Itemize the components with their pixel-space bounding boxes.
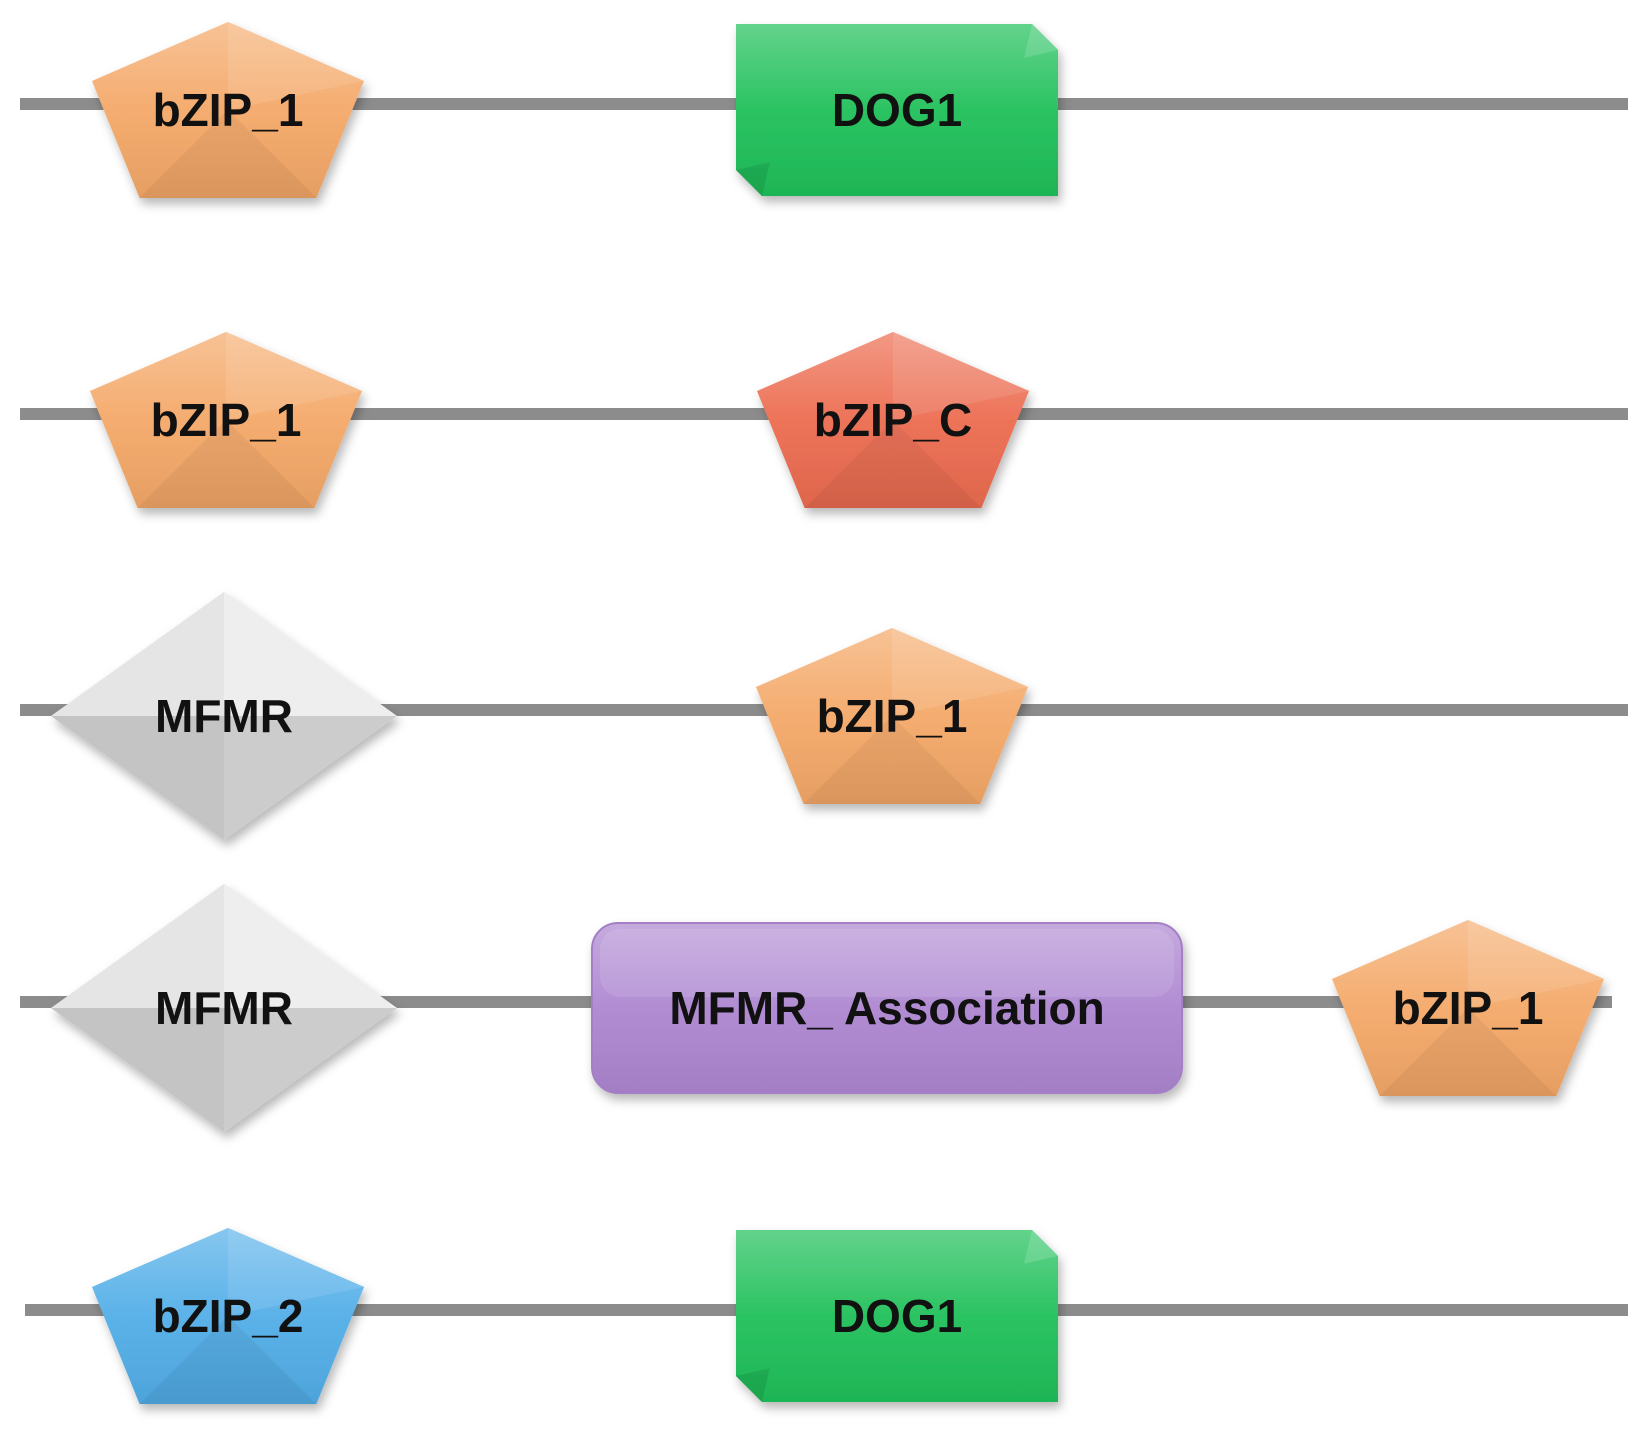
bzip-1-domain — [90, 332, 362, 508]
dog1-label: DOG1 — [832, 84, 962, 136]
bzip-1-domain — [92, 22, 364, 198]
protein-row-1: bZIP_1 DOG1 — [20, 22, 1628, 198]
protein-row-2: bZIP_1 bZIP_C — [20, 332, 1628, 508]
mfmr-label: MFMR — [155, 982, 293, 1034]
dog1-domain — [736, 1230, 1058, 1402]
mfmr-association-domain — [591, 922, 1183, 1094]
bzip-1-domain — [1332, 920, 1604, 1096]
protein-row-4: MFMR MFMR_ Association bZIP_1 — [20, 884, 1612, 1132]
protein-row-3: MFMR bZIP_1 — [20, 592, 1628, 840]
bzip-1-label: bZIP_1 — [817, 690, 968, 742]
protein-row-5: bZIP_2 DOG1 — [25, 1228, 1628, 1404]
bzip-1-domain — [756, 628, 1028, 804]
mfmr-domain — [51, 884, 397, 1132]
dog1-domain — [736, 24, 1058, 196]
mfmr-label: MFMR — [155, 690, 293, 742]
bzip-c-label: bZIP_C — [814, 394, 972, 446]
bzip-c-domain — [757, 332, 1029, 508]
mfmr-association-label: MFMR_ Association — [669, 982, 1104, 1034]
bzip-2-label: bZIP_2 — [153, 1290, 304, 1342]
dog1-label: DOG1 — [832, 1290, 962, 1342]
bzip-1-label: bZIP_1 — [151, 394, 302, 446]
bzip-2-domain — [92, 1228, 364, 1404]
mfmr-domain — [51, 592, 397, 840]
bzip-1-label: bZIP_1 — [153, 84, 304, 136]
bzip-1-label: bZIP_1 — [1393, 982, 1544, 1034]
